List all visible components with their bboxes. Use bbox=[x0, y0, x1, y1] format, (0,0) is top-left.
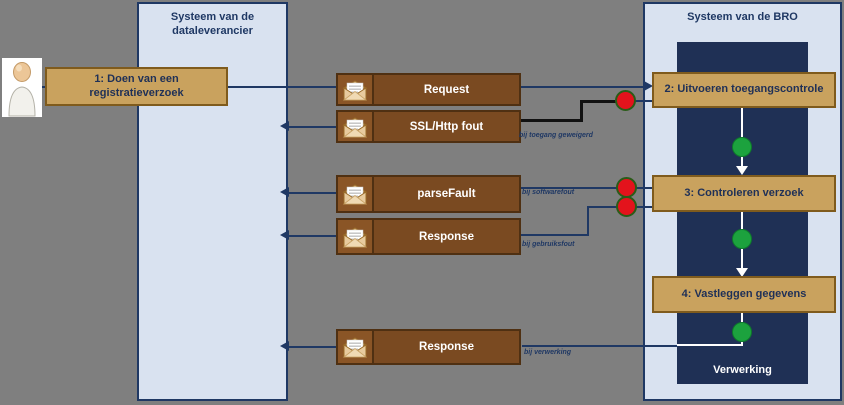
message-ssl-http-fout: SSL/Http fout bbox=[336, 110, 521, 143]
message-response-2: Response bbox=[336, 329, 521, 365]
connector-parsefault-stub bbox=[636, 187, 652, 189]
message-request-label: Request bbox=[423, 83, 470, 96]
message-parsefault-label: parseFault bbox=[417, 188, 476, 200]
connector-step4-out-h bbox=[677, 344, 743, 346]
red-dot-gebruiksfout bbox=[616, 196, 637, 217]
message-parsefault: parseFault bbox=[336, 175, 521, 213]
envelope-icon bbox=[338, 75, 374, 104]
envelope-icon bbox=[338, 112, 374, 141]
arrowhead-response2-left bbox=[280, 341, 289, 351]
red-dot-toegangscontrole bbox=[615, 90, 636, 111]
connector-ssl-black-v bbox=[580, 100, 583, 122]
connector-response1-h1 bbox=[521, 234, 589, 236]
verwerking-label: Verwerking bbox=[713, 364, 772, 376]
step-3-label: 3: Controleren verzoek bbox=[684, 186, 804, 199]
person-icon bbox=[8, 62, 36, 117]
message-response-2-label: Response bbox=[419, 341, 474, 353]
condition-toegang-geweigerd: bij toegang geweigerd bbox=[519, 132, 593, 139]
message-request: Request bbox=[336, 73, 521, 106]
connector-ssl-black-h1 bbox=[521, 119, 583, 122]
connector-response1-v bbox=[587, 206, 589, 236]
step-1-label: 1: Doen van een registratieverzoek bbox=[89, 72, 184, 99]
arrowhead-request-right bbox=[644, 81, 653, 91]
step-box-3: 3: Controleren verzoek bbox=[652, 175, 836, 212]
step-4-label: 4: Vastleggen gegevens bbox=[681, 287, 807, 300]
connector-response1-h2 bbox=[587, 206, 618, 208]
envelope-icon bbox=[338, 177, 374, 211]
connector-response1-left bbox=[289, 235, 336, 237]
arrowhead-step3-down bbox=[736, 166, 748, 175]
green-dot-2 bbox=[732, 229, 752, 249]
red-dot-parsefault bbox=[616, 177, 637, 198]
condition-gebruiksfout: bij gebruiksfout bbox=[522, 241, 575, 248]
connector-response1-stub bbox=[636, 206, 652, 208]
step-box-1: 1: Doen van een registratieverzoek bbox=[45, 67, 228, 106]
condition-verwerking: bij verwerking bbox=[524, 349, 572, 356]
green-dot-1 bbox=[732, 137, 752, 157]
message-response-1-label: Response bbox=[419, 230, 474, 243]
connector-response2-left bbox=[289, 346, 337, 348]
step-box-2: 2: Uitvoeren toegangscontrole bbox=[652, 72, 836, 108]
arrowhead-step4-down bbox=[736, 268, 748, 277]
arrowhead-response1-left bbox=[280, 230, 289, 240]
envelope-icon bbox=[338, 331, 374, 363]
connector-red1-stub bbox=[635, 100, 652, 102]
step-box-4: 4: Vastleggen gegevens bbox=[652, 276, 836, 313]
step-2-label: 2: Uitvoeren toegangscontrole bbox=[664, 83, 824, 96]
actor-card bbox=[2, 58, 42, 117]
lane-dataleverancier: Systeem van de dataleverancier bbox=[137, 2, 288, 401]
lane-dataleverancier-title: Systeem van de dataleverancier bbox=[170, 11, 255, 38]
connector-ssl-black-h2 bbox=[580, 100, 617, 103]
arrowhead-parsefault-left bbox=[280, 187, 289, 197]
green-dot-3 bbox=[732, 322, 752, 342]
connector-ssl-left bbox=[289, 126, 336, 128]
connector-request-right bbox=[521, 86, 644, 88]
message-ssl-label: SSL/Http fout bbox=[409, 120, 484, 133]
lane-bro-title: Systeem van de BRO bbox=[687, 11, 798, 23]
connector-parsefault-right bbox=[521, 187, 618, 189]
arrowhead-ssl-left bbox=[280, 121, 289, 131]
connector-response2-right bbox=[522, 345, 678, 347]
message-response-1: Response bbox=[336, 218, 521, 255]
envelope-icon bbox=[338, 220, 374, 253]
connector-parsefault-left bbox=[289, 192, 336, 194]
condition-softwarefout: bij softwarefout bbox=[522, 189, 575, 196]
